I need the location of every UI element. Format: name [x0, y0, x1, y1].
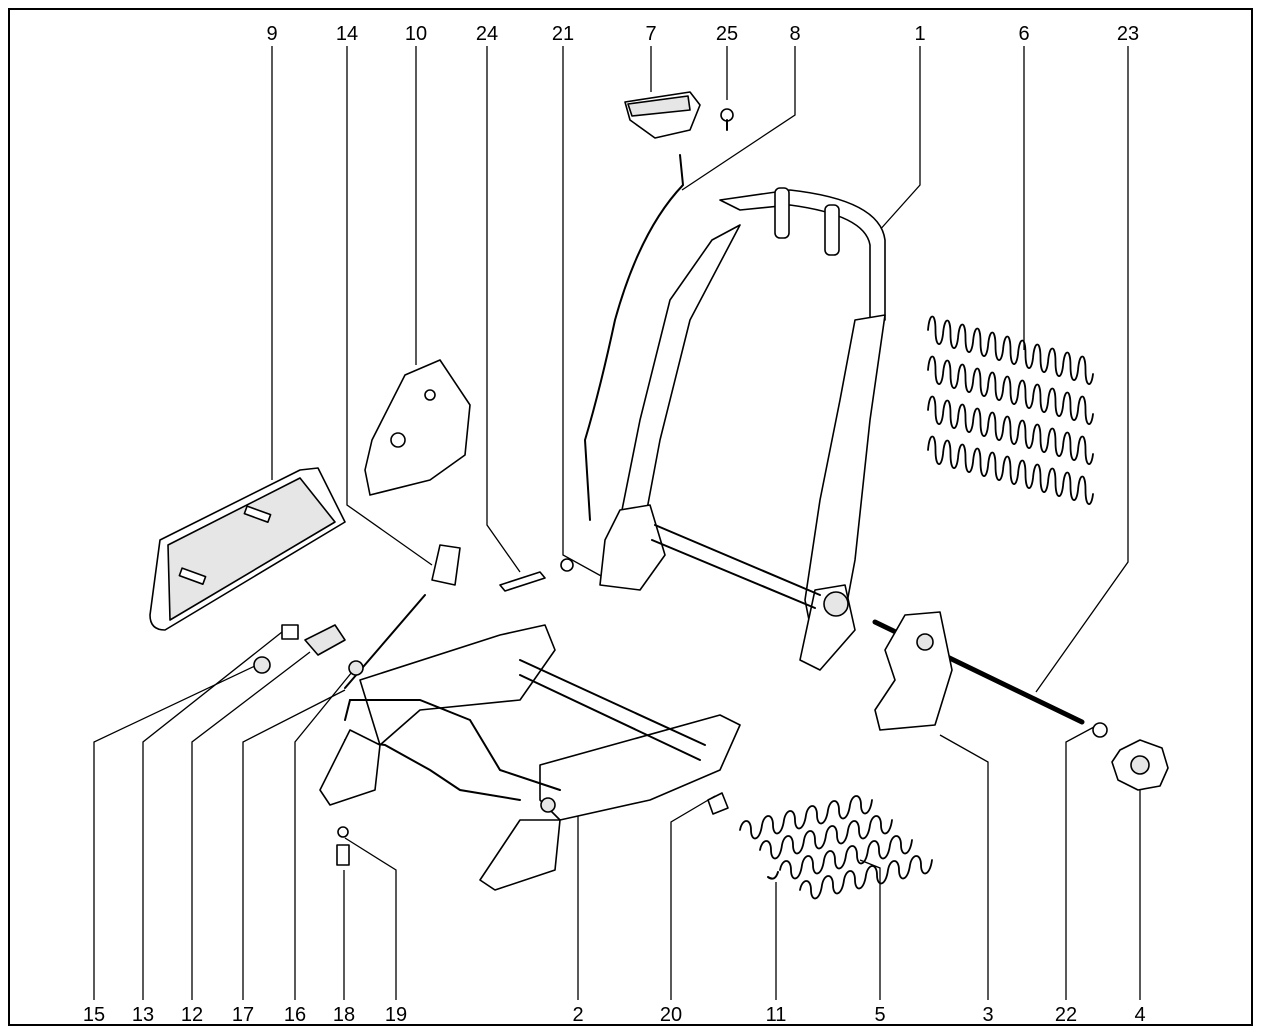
knob-part-4 — [1111, 739, 1169, 791]
callout-1: 1 — [914, 23, 925, 45]
spring-wire — [927, 315, 1094, 385]
callout-15: 15 — [83, 1004, 105, 1026]
callout-21: 21 — [552, 23, 574, 45]
bolt-part-18 — [336, 844, 350, 866]
callout-14: 14 — [336, 23, 358, 45]
spring-wire — [759, 815, 893, 860]
callout-8: 8 — [789, 23, 800, 45]
backrest-frame-part-1 — [599, 187, 886, 671]
screw-part-25 — [720, 108, 734, 131]
handle-part-12 — [304, 624, 346, 656]
callout-12: 12 — [181, 1004, 203, 1026]
side-trim-panel-part-9 — [149, 467, 346, 631]
callout-13: 13 — [132, 1004, 154, 1026]
washer-part-22 — [1092, 722, 1108, 738]
headrest-guide-part-7 — [624, 91, 701, 139]
recliner-cover-part-10 — [364, 359, 471, 496]
callout-4: 4 — [1134, 1004, 1145, 1026]
callout-9: 9 — [266, 23, 277, 45]
clip-part-11 — [767, 871, 779, 880]
bushing-part-13 — [281, 624, 299, 640]
callout-24: 24 — [476, 23, 498, 45]
spring-wire — [799, 855, 933, 900]
callout-17: 17 — [232, 1004, 254, 1026]
callout-22: 22 — [1055, 1004, 1077, 1026]
callout-25: 25 — [716, 23, 738, 45]
seat-springs-part-5 — [739, 795, 933, 900]
bolt-part-21 — [560, 558, 574, 572]
callout-2: 2 — [572, 1004, 583, 1026]
callout-16: 16 — [284, 1004, 306, 1026]
spring-wire — [739, 795, 873, 840]
release-cable-part-8 — [583, 154, 685, 521]
bracket-part-14 — [431, 544, 461, 586]
callout-19: 19 — [385, 1004, 407, 1026]
callout-23: 23 — [1117, 23, 1139, 45]
callout-11: 11 — [766, 1004, 787, 1026]
spring-wire — [779, 835, 913, 880]
callout-7: 7 — [645, 23, 656, 45]
washer-part-19 — [337, 826, 349, 838]
callout-6: 6 — [1018, 23, 1029, 45]
bushing-part-16 — [348, 660, 364, 676]
clip-part-20 — [707, 792, 729, 815]
callout-10: 10 — [405, 23, 427, 45]
spring-wire — [927, 435, 1094, 505]
leader-lines — [93, 46, 1141, 1000]
spring-wire — [927, 355, 1094, 425]
callout-18: 18 — [333, 1004, 355, 1026]
spring-part-24 — [499, 571, 546, 592]
seat-frame-part-2 — [319, 624, 741, 891]
callout-20: 20 — [660, 1004, 682, 1026]
callout-5: 5 — [874, 1004, 885, 1026]
callout-3: 3 — [982, 1004, 993, 1026]
diagram-frame — [8, 8, 1253, 1026]
backrest-springs-part-6 — [927, 315, 1094, 505]
spring-wire — [927, 395, 1094, 465]
nut-part-15 — [253, 656, 271, 674]
